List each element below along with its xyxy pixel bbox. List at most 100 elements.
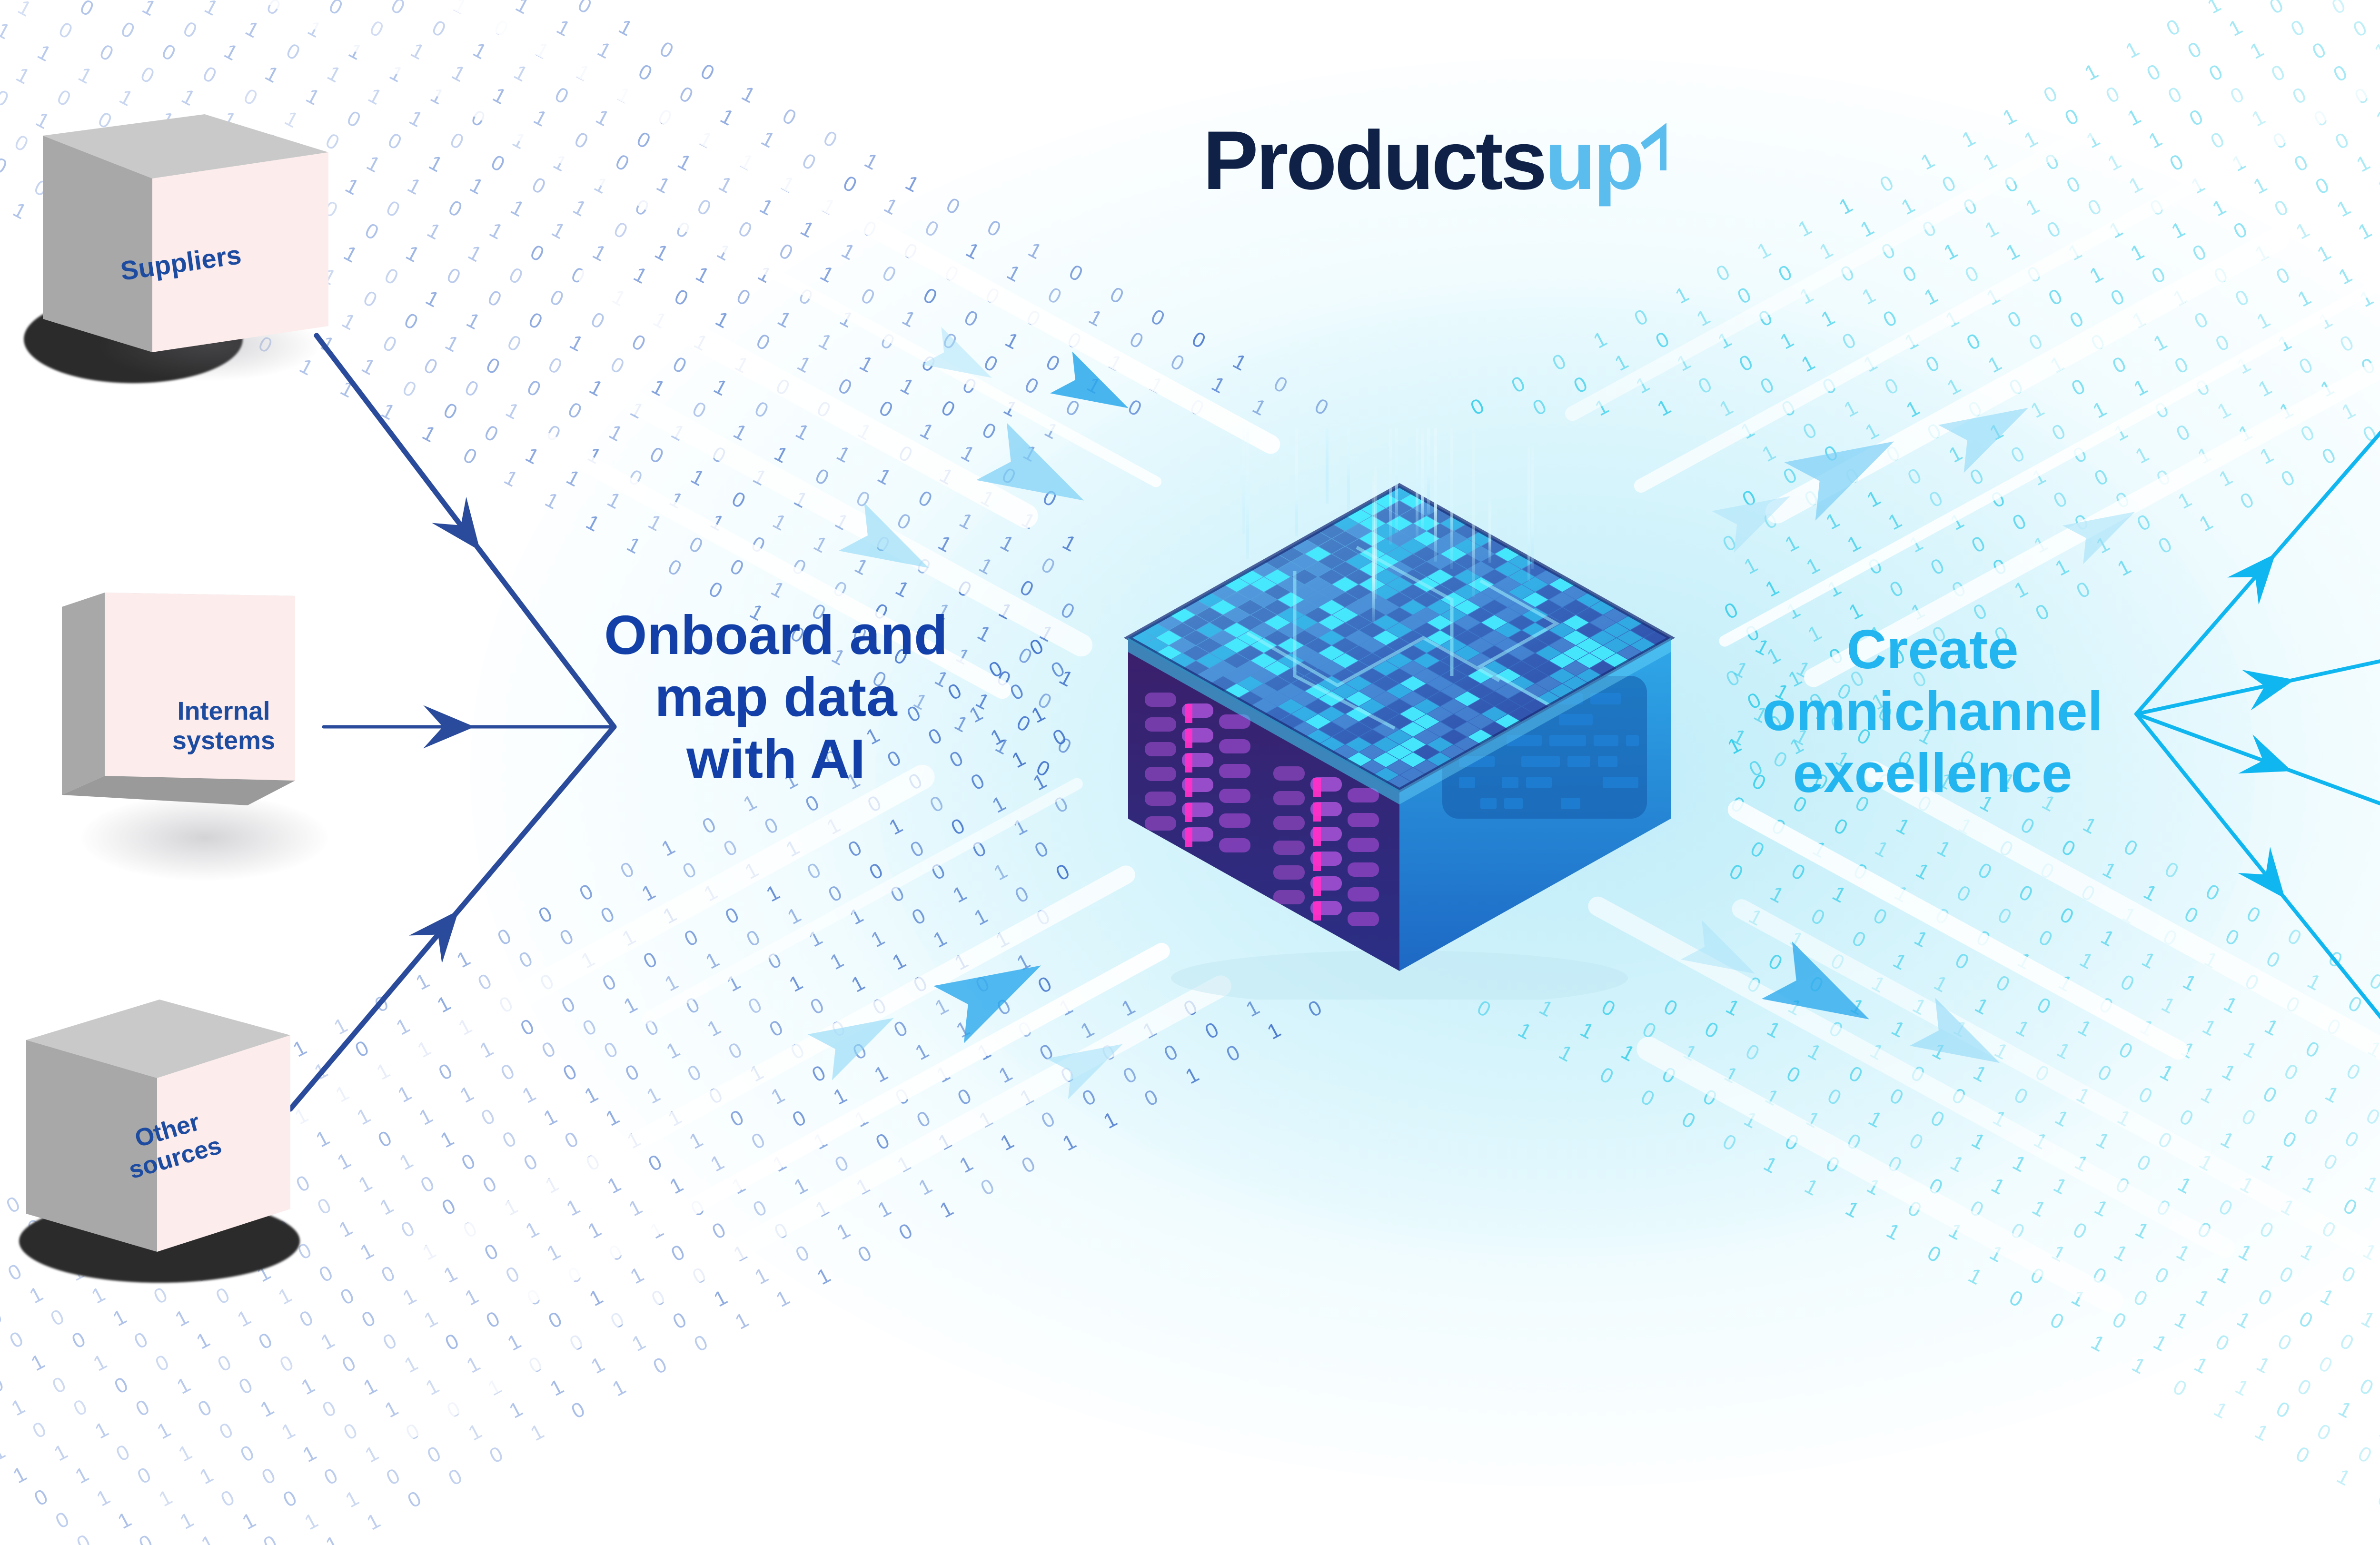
svg-text:0: 0 [1014,1017,1036,1043]
svg-text:1: 1 [2236,1172,2258,1198]
svg-text:1: 1 [936,1197,957,1223]
svg-text:1: 1 [585,375,607,401]
svg-text:1: 1 [975,553,997,579]
svg-text:0: 0 [1879,306,1901,332]
svg-text:1: 1 [723,971,744,997]
svg-text:0: 0 [1712,260,1734,286]
svg-text:1: 1 [455,1014,476,1040]
svg-text:1: 1 [916,418,938,445]
svg-text:1: 1 [394,1081,416,1108]
svg-text:0: 0 [237,1441,258,1467]
svg-text:0: 0 [824,881,846,907]
svg-text:0: 0 [687,1195,708,1221]
svg-text:0: 0 [1032,904,1054,931]
productsup-logo: Productsup [1128,119,1747,202]
svg-text:0: 0 [2343,1059,2364,1085]
svg-text:1: 1 [1762,575,1783,602]
svg-text:0: 0 [1124,395,1146,421]
svg-text:1: 1 [1858,283,1880,309]
svg-text:0: 0 [654,105,675,131]
svg-text:1: 1 [1945,441,1966,467]
svg-text:0: 0 [720,835,741,862]
svg-text:1: 1 [541,1172,563,1198]
svg-text:0: 0 [2172,420,2194,446]
svg-text:0: 0 [947,814,969,840]
svg-text:0: 0 [743,925,764,951]
source-cube-suppliers[interactable]: Suppliers [14,109,347,414]
svg-text:1: 1 [1059,1129,1080,1156]
svg-text:0: 0 [574,0,595,19]
svg-text:1: 1 [2317,1284,2338,1310]
source-cube-internal-systems[interactable]: Internal systems [62,571,386,881]
svg-text:0: 0 [515,947,536,973]
svg-text:1: 1 [1889,949,1911,975]
svg-text:0: 0 [1596,1063,1617,1089]
svg-text:1: 1 [2027,397,2048,423]
svg-text:0: 0 [914,486,936,512]
svg-text:0: 0 [179,17,201,43]
svg-text:0: 0 [857,284,879,310]
svg-text:0: 0 [2359,421,2380,447]
svg-text:1: 1 [2177,1037,2199,1063]
svg-text:1: 1 [1740,553,1762,579]
svg-text:1: 1 [1208,372,1229,398]
svg-text:1: 1 [257,1396,278,1422]
svg-text:1: 1 [553,15,574,41]
svg-text:1: 1 [2013,948,2035,974]
svg-text:1: 1 [377,398,399,425]
svg-text:1: 1 [356,1238,377,1265]
svg-text:0: 0 [526,240,548,267]
svg-text:0: 0 [435,1059,456,1085]
svg-text:0: 0 [834,374,856,400]
svg-text:0: 0 [2115,1038,2137,1064]
svg-text:0: 0 [1755,305,1776,331]
svg-text:1: 1 [838,239,859,265]
svg-text:1: 1 [1716,395,1737,421]
svg-text:1: 1 [2252,1352,2274,1378]
svg-text:1: 1 [2082,127,2104,153]
svg-text:0: 0 [525,308,546,334]
svg-text:1: 1 [407,38,428,64]
svg-text:1: 1 [853,1174,874,1200]
svg-text:1: 1 [1868,971,1889,998]
svg-text:0: 0 [1886,576,1907,602]
svg-text:1: 1 [563,1195,584,1221]
svg-text:0: 0 [2309,38,2330,64]
svg-text:1: 1 [75,62,96,89]
svg-text:0: 0 [379,331,400,357]
svg-text:1: 1 [1010,814,1031,841]
svg-text:0: 0 [443,1396,465,1423]
svg-text:1: 1 [996,531,1018,557]
svg-text:0: 0 [1106,282,1128,308]
svg-text:1: 1 [712,307,733,333]
source-cube-other-sources[interactable]: Other sources [5,980,338,1304]
svg-text:1: 1 [1986,1241,2007,1267]
svg-text:0: 0 [1467,394,1488,420]
svg-text:1: 1 [2110,420,2132,446]
svg-text:0: 0 [1021,373,1042,399]
svg-text:1: 1 [322,1531,343,1545]
svg-text:0: 0 [1044,283,1065,309]
svg-text:1: 1 [2359,1239,2380,1265]
svg-text:0: 0 [505,263,526,289]
svg-text:0: 0 [1904,464,1925,490]
svg-text:1: 1 [418,1239,440,1265]
svg-text:0: 0 [983,216,1005,242]
svg-text:1: 1 [2150,330,2171,356]
svg-text:1: 1 [2231,1375,2253,1401]
svg-text:0: 0 [1036,1040,1057,1066]
svg-text:1: 1 [549,150,571,176]
svg-text:0: 0 [2042,149,2063,175]
svg-text:1: 1 [674,149,695,176]
svg-text:1: 1 [507,195,528,221]
svg-text:1: 1 [1002,328,1023,354]
svg-text:0: 0 [1907,1061,1929,1087]
svg-text:1: 1 [2020,127,2042,153]
svg-text:0: 0 [1995,835,2017,862]
svg-text:1: 1 [1753,238,1775,264]
svg-text:0: 0 [382,196,404,222]
svg-text:1: 1 [50,1440,71,1466]
svg-text:0: 0 [977,1174,998,1200]
svg-text:1: 1 [663,1038,684,1064]
